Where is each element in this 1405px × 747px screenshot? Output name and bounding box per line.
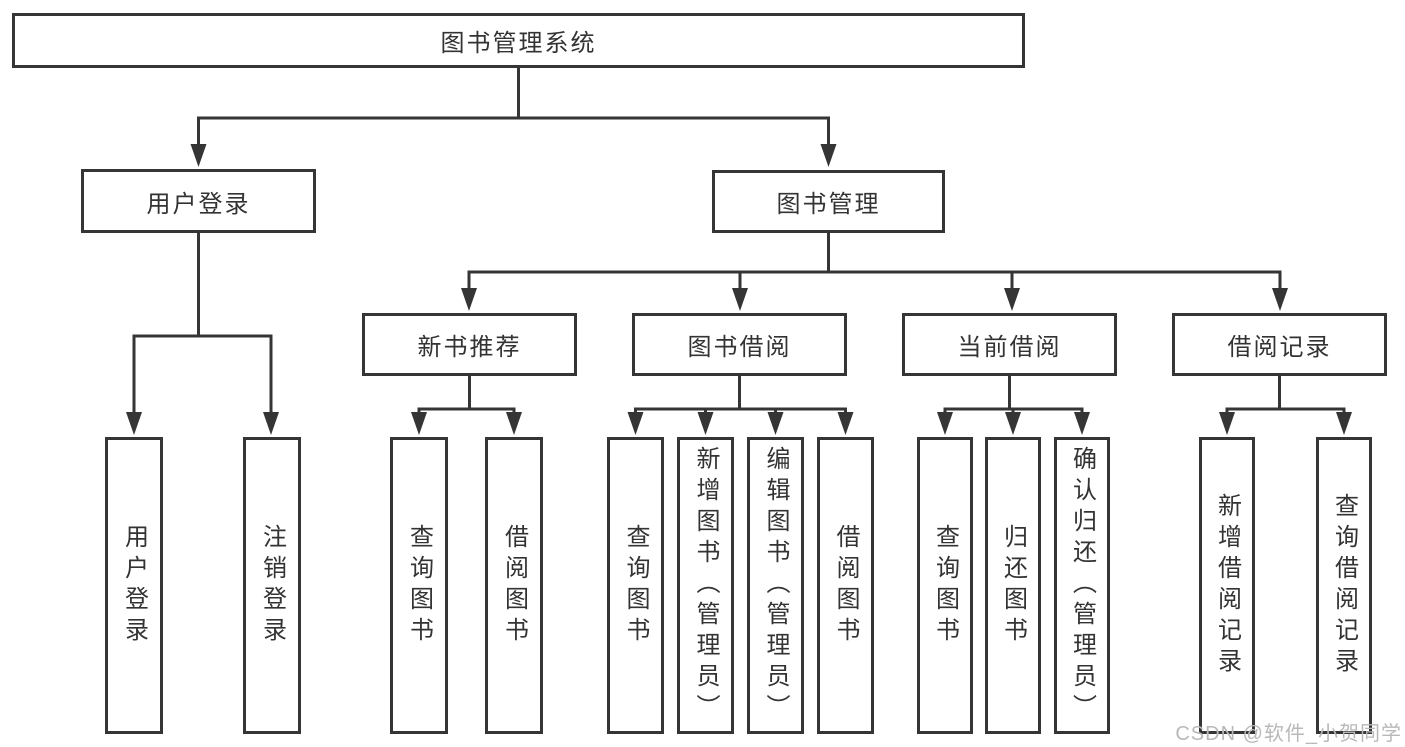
node-label: 用户登录 <box>146 190 251 218</box>
node-query-borrow-record: 查询借阅记录 <box>1316 437 1372 734</box>
connector-user-login-children <box>132 231 273 415</box>
node-book-borrowing: 图书借阅 <box>632 313 847 376</box>
connector-borrowing-records-children <box>1225 374 1346 415</box>
csdn-watermark: CSDN @软件_小贺同学 <box>1175 723 1402 745</box>
arrowhead <box>190 144 207 167</box>
node-current-borrowing: 当前借阅 <box>902 313 1117 376</box>
node-library-system: 图书管理系统 <box>12 13 1025 68</box>
arrowhead <box>732 288 748 311</box>
node-book-management: 图书管理 <box>712 170 945 233</box>
arrowhead <box>1219 412 1235 435</box>
connector-book-management-children <box>467 231 1282 292</box>
node-label: 图书借阅 <box>687 334 792 361</box>
node-add-book-admin: 新增图书（管理员） <box>677 437 734 734</box>
node-label: 查询借阅记录 <box>1330 492 1358 679</box>
node-query-books-current: 查询图书 <box>917 437 973 734</box>
arrowhead <box>837 412 854 435</box>
node-label: 注销登录 <box>258 523 286 648</box>
node-label: 借阅图书 <box>832 523 859 648</box>
node-confirm-return-admin: 确认归还（管理员） <box>1054 437 1110 734</box>
node-label: 查询图书 <box>405 523 433 648</box>
node-return-books: 归还图书 <box>985 437 1041 734</box>
node-borrow-books-recommend: 借阅图书 <box>485 437 543 734</box>
arrowhead <box>1004 288 1020 311</box>
node-label: 新书推荐 <box>417 334 522 361</box>
arrowhead <box>506 412 522 435</box>
node-label: 查询图书 <box>622 523 649 648</box>
arrowhead <box>1272 288 1288 311</box>
node-label: 编辑图书（管理员） <box>762 446 789 725</box>
node-label: 查询图书 <box>931 523 959 648</box>
node-logout-leaf: 注销登录 <box>243 437 301 734</box>
node-query-books-recommend: 查询图书 <box>390 437 448 734</box>
connector-new-book-recommend-children <box>417 374 516 415</box>
node-label: 归还图书 <box>999 523 1027 648</box>
arrowhead <box>126 412 142 435</box>
node-label: 当前借阅 <box>957 334 1062 361</box>
node-label: 借阅记录 <box>1227 334 1332 361</box>
node-query-books-borrowing: 查询图书 <box>607 437 664 734</box>
arrowhead <box>820 144 837 167</box>
node-user-login: 用户登录 <box>81 169 316 233</box>
node-new-book-recommend: 新书推荐 <box>362 313 577 376</box>
arrowhead <box>1005 412 1021 435</box>
connector-root-to-level2 <box>197 66 830 152</box>
node-user-login-leaf: 用户登录 <box>105 437 163 734</box>
node-label: 借阅图书 <box>500 523 528 648</box>
node-label: 用户登录 <box>120 523 148 648</box>
node-label: 新增借阅记录 <box>1213 492 1241 679</box>
arrowhead <box>1074 412 1090 435</box>
node-edit-book-admin: 编辑图书（管理员） <box>747 437 804 734</box>
node-borrow-books-borrowing: 借阅图书 <box>817 437 874 734</box>
arrowhead <box>411 412 427 435</box>
node-add-borrow-record: 新增借阅记录 <box>1199 437 1255 734</box>
node-label: 图书管理系统 <box>440 30 597 57</box>
node-label: 新增图书（管理员） <box>692 446 719 725</box>
connector-book-borrowing-children <box>634 374 847 415</box>
arrowhead <box>767 412 784 435</box>
arrowhead <box>627 412 644 435</box>
connector-current-borrowing-children <box>943 374 1084 415</box>
arrowhead <box>461 288 477 311</box>
arrowhead <box>1336 412 1352 435</box>
arrowhead <box>697 412 714 435</box>
node-label: 确认归还（管理员） <box>1068 446 1096 725</box>
node-borrowing-records: 借阅记录 <box>1172 313 1387 376</box>
arrowhead <box>937 412 953 435</box>
node-label: 图书管理 <box>776 191 881 218</box>
arrowhead <box>263 412 279 435</box>
